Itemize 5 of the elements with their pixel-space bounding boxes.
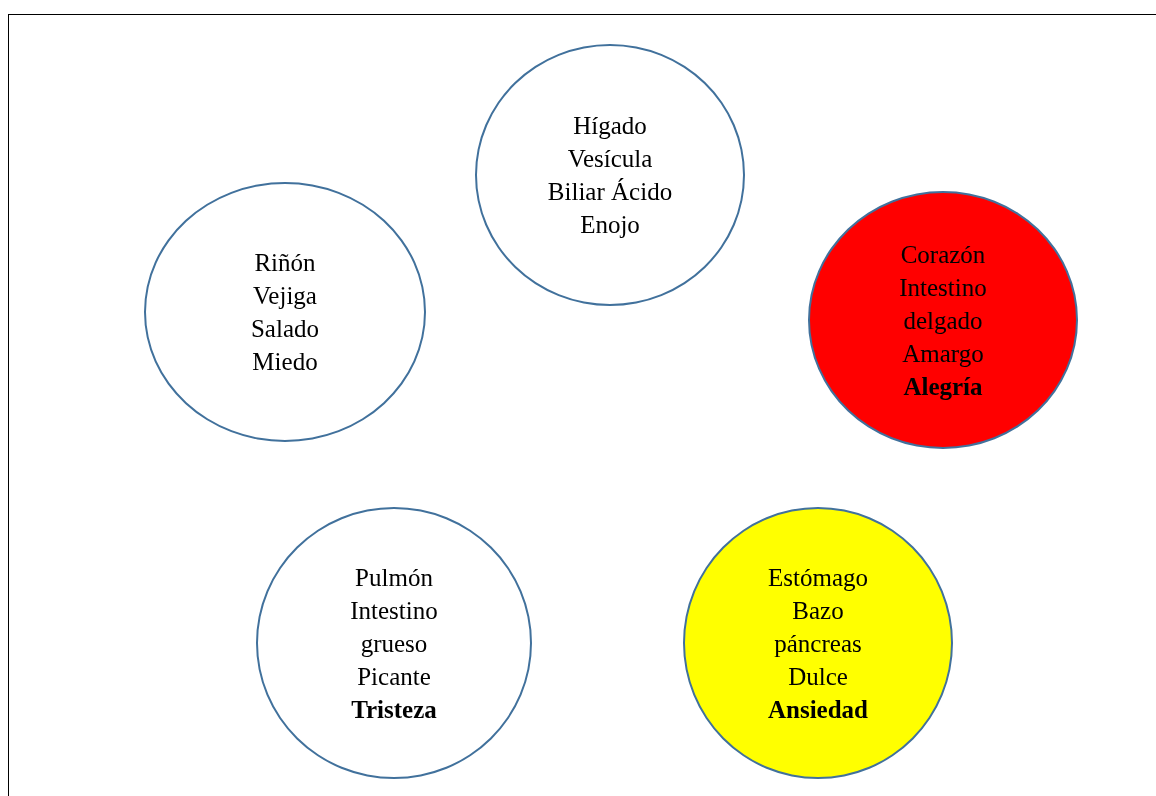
node-text: Hígado Vesícula Biliar Ácido Enojo: [546, 111, 674, 240]
node-text: Pulmón Intestino grueso Picante Tristeza: [349, 562, 439, 725]
node-text: Riñón Vejiga Salado Miedo: [249, 248, 320, 377]
node-text: Estómago Bazo páncreas Dulce Ansiedad: [766, 562, 869, 725]
node-text: Corazón Intestino delgado Amargo Alegría: [898, 239, 988, 402]
